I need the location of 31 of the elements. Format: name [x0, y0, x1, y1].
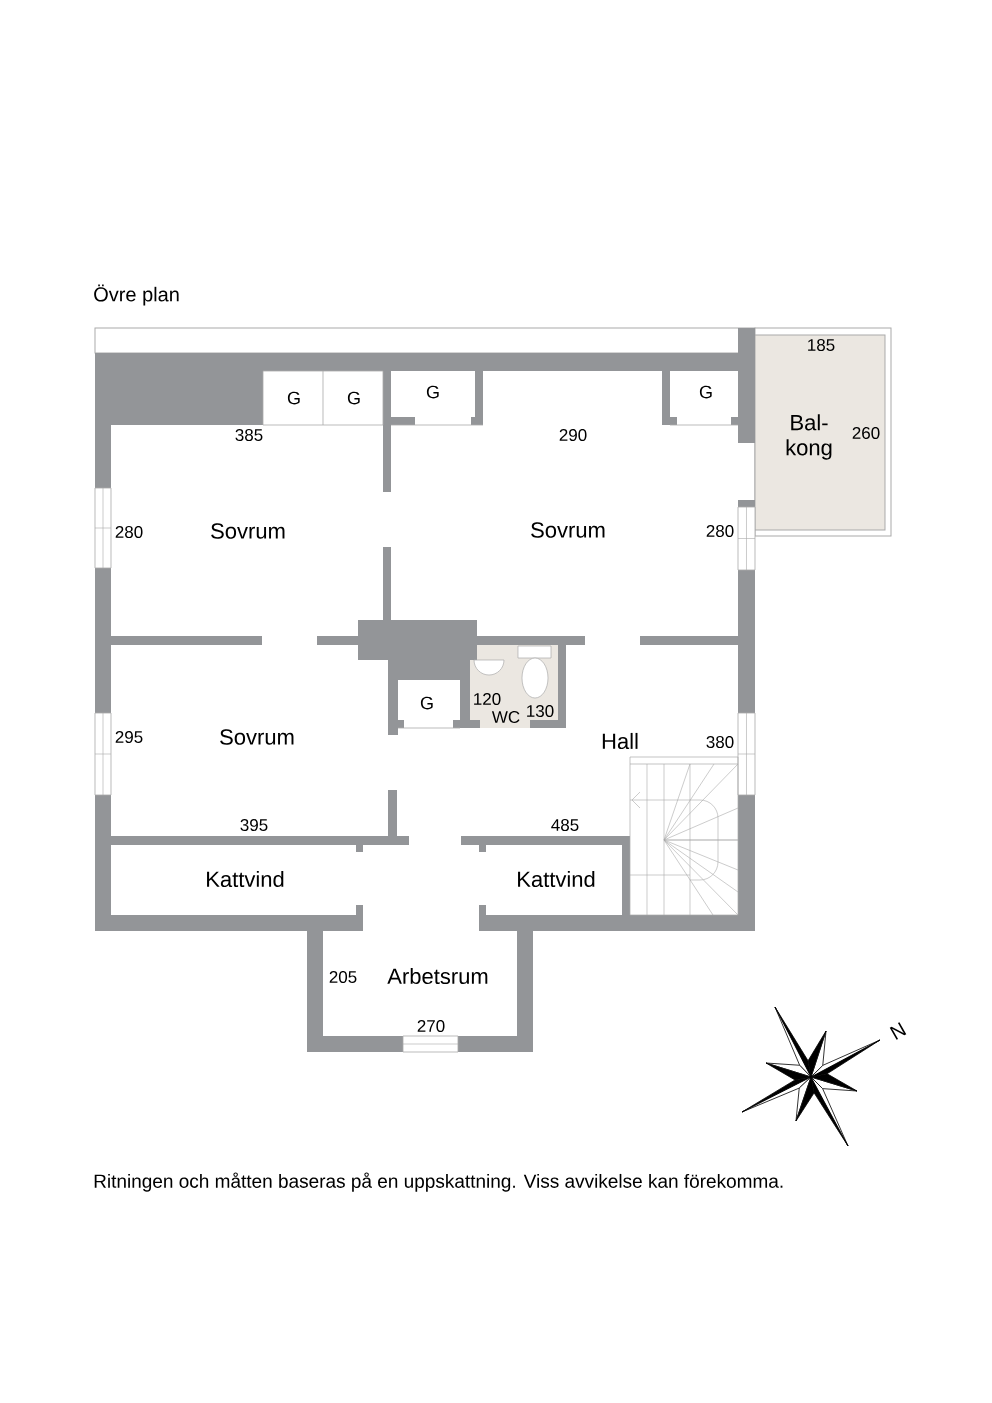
dimension-label: 280 — [706, 525, 734, 538]
room-label: Hall — [602, 732, 638, 750]
dimension-label: 130 — [527, 705, 554, 718]
room-label: WC — [491, 711, 520, 724]
closet-label: G — [420, 696, 433, 710]
dimension-label: 395 — [240, 819, 268, 832]
dimension-label: 485 — [551, 819, 579, 832]
title: Övre plan — [94, 284, 179, 306]
room-label: Sovrum — [220, 729, 294, 745]
dimension-label: 385 — [235, 429, 263, 442]
room-label: Sovrum — [211, 523, 285, 539]
closet-label: G — [287, 391, 300, 405]
dimension-label: 290 — [559, 429, 587, 442]
dimension-label: 270 — [417, 1020, 445, 1033]
dimension-label: 295 — [115, 731, 143, 744]
closet-label: G — [347, 391, 360, 405]
dimension-label: 185 — [808, 339, 835, 352]
closet-label: G — [426, 385, 439, 399]
dimension-label: 380 — [706, 736, 734, 749]
dimension-label: 205 — [329, 971, 357, 984]
room-label: Kattvind — [207, 870, 284, 888]
room-label: Bal- kong — [786, 414, 832, 460]
closet-label: G — [699, 385, 712, 399]
north-label: N — [889, 1022, 907, 1040]
room-label: Arbetsrum — [387, 967, 488, 985]
room-label: Sovrum — [531, 522, 605, 538]
dimension-label: 120 — [474, 693, 501, 706]
caption: Ritningen och måtten baseras på en uppskattning. Viss avvikelse kan förekomma. — [94, 1172, 783, 1192]
dimension-label: 260 — [852, 427, 880, 440]
dimension-label: 280 — [115, 526, 143, 539]
room-label: Kattvind — [518, 870, 595, 888]
